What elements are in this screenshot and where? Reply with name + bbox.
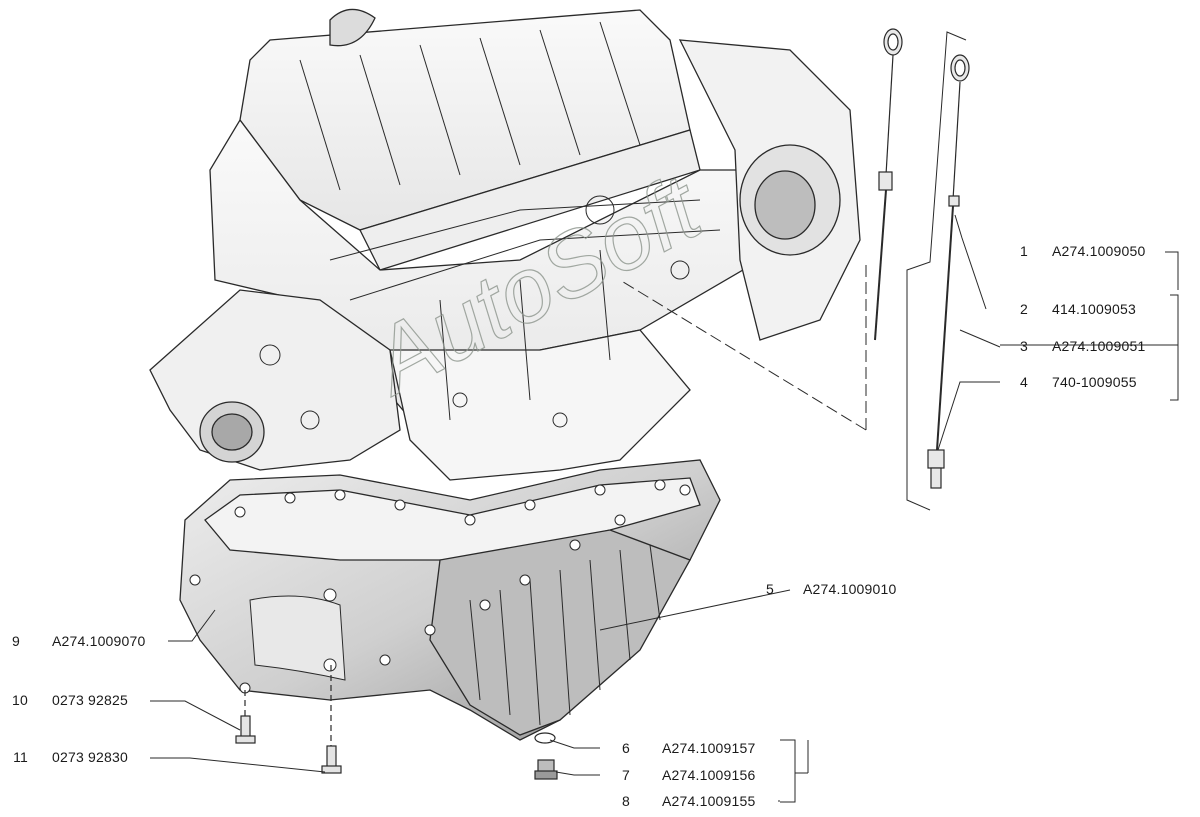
- callout-7-part: A274.1009156: [662, 767, 756, 783]
- drain-plug-assembly: [534, 732, 558, 780]
- callout-10-number: 10: [12, 692, 28, 708]
- callout-3-number: 3: [1020, 338, 1028, 354]
- callout-1-number: 1: [1020, 243, 1028, 259]
- callout-10-part: 0273 92825: [52, 692, 128, 708]
- callout-6-part: A274.1009157: [662, 740, 756, 756]
- engine-block: [149, 8, 861, 481]
- oil-pan: [179, 459, 721, 741]
- callout-8-number: 8: [622, 793, 630, 809]
- callout-8-part: A274.1009155: [662, 793, 756, 809]
- callout-4-part: 740-1009055: [1052, 374, 1137, 390]
- callout-3-part: A274.1009051: [1052, 338, 1146, 354]
- callout-5-number: 5: [766, 581, 774, 597]
- callout-11-number: 11: [13, 749, 28, 765]
- leader-lines: [150, 214, 1179, 802]
- callout-5-part: A274.1009010: [803, 581, 897, 597]
- callout-2-part: 414.1009053: [1052, 301, 1136, 317]
- callout-11-part: 0273 92830: [52, 749, 128, 765]
- callout-4-number: 4: [1020, 374, 1028, 390]
- callout-9-number: 9: [12, 633, 20, 649]
- callout-6-number: 6: [622, 740, 630, 756]
- dipstick-assembly: [874, 28, 970, 489]
- callout-7-number: 7: [622, 767, 630, 783]
- pan-bolts: [235, 665, 342, 774]
- bracket-lines: [619, 31, 1179, 803]
- callout-1-part: A274.1009050: [1052, 243, 1146, 259]
- callout-2-number: 2: [1020, 301, 1028, 317]
- callout-9-part: A274.1009070: [52, 633, 146, 649]
